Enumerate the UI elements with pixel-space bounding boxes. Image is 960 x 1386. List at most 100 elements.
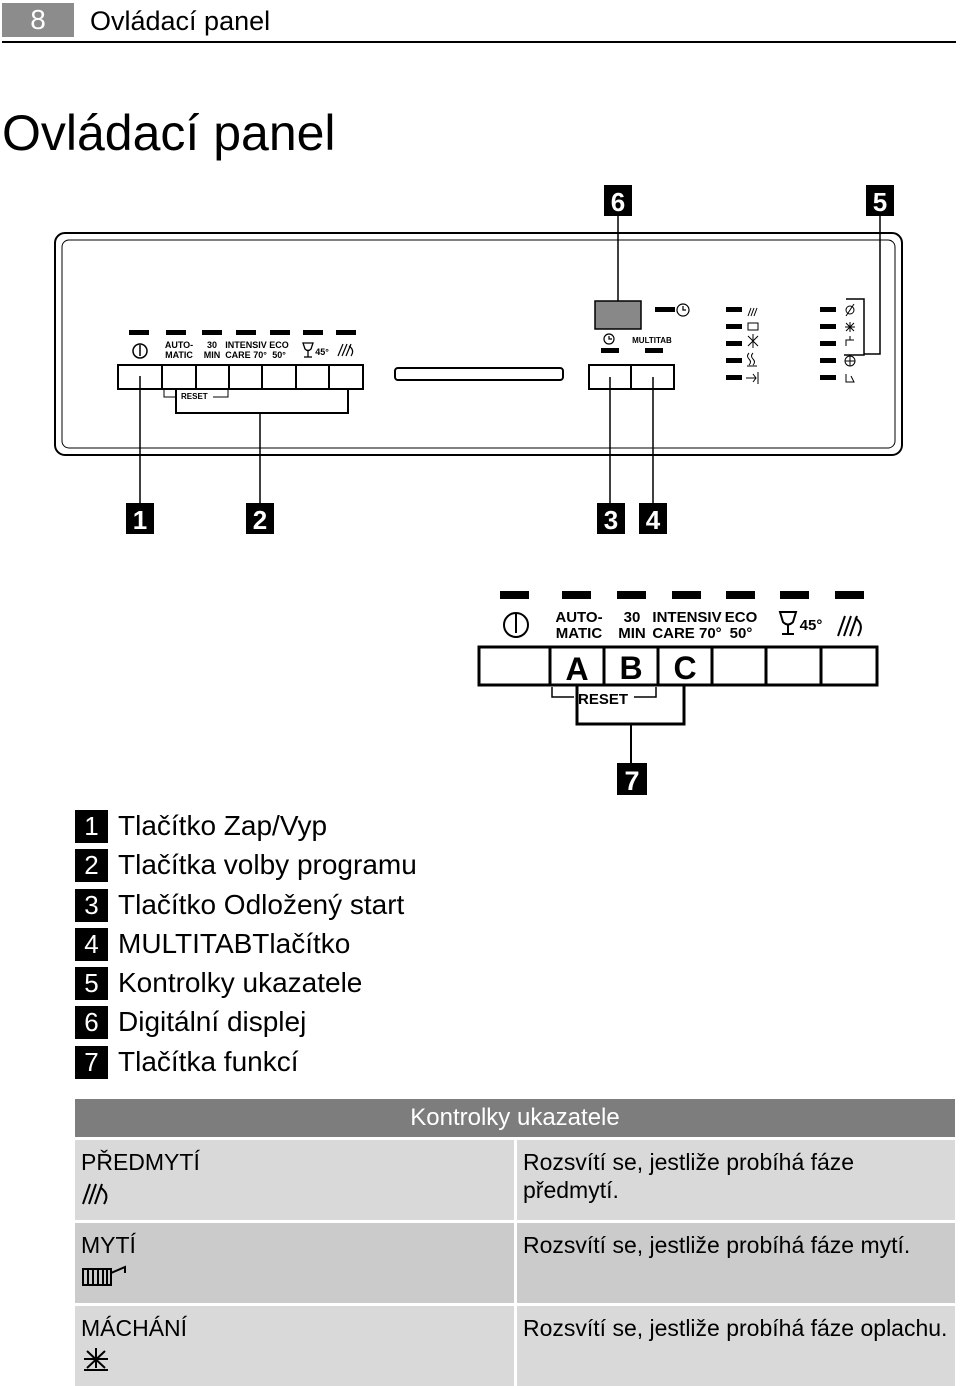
panel-reset-bracket xyxy=(163,389,229,398)
phase-name: PŘEDMYTÍ xyxy=(81,1149,200,1175)
phase-indicator-leds xyxy=(726,307,742,380)
button-led xyxy=(601,348,619,353)
detail-glass-icon xyxy=(778,611,798,635)
table-cell-name: MYTÍ xyxy=(75,1220,517,1303)
delay-multitab-buttons xyxy=(588,364,675,390)
legend-text: Kontrolky ukazatele xyxy=(118,967,363,999)
panel-outline xyxy=(54,232,903,456)
legend-number: 3 xyxy=(75,888,108,922)
callout-5-box xyxy=(866,185,894,216)
panel-prog-label: INTENSIV xyxy=(225,340,267,350)
panel-reset-label: RESET xyxy=(181,392,208,401)
callout-2: 2 xyxy=(253,505,267,535)
indicator-bracket xyxy=(844,298,865,356)
panel-prog-label: AUTO- xyxy=(165,340,193,350)
callout-3: 3 xyxy=(604,505,618,535)
wash-icon xyxy=(82,1265,126,1286)
panel-prog-label: ECO xyxy=(269,340,289,350)
detail-program-buttons xyxy=(477,645,879,687)
detail-prog-label: ECO xyxy=(725,609,758,626)
legend-number: 6 xyxy=(75,1006,108,1040)
detail-prog-label: MATIC xyxy=(556,625,603,642)
function-letter-a: A xyxy=(565,651,588,687)
legend-text: Tlačítka volby programu xyxy=(118,849,417,881)
table-row: PŘEDMYTÍ Rozsvítí se, jestliže probíhá f… xyxy=(75,1137,955,1220)
page-header: 8 Ovládací panel xyxy=(0,0,960,44)
legend-number: 2 xyxy=(75,849,108,883)
clock-icon xyxy=(676,303,690,317)
panel-glass-temp: 45° xyxy=(315,347,329,357)
bracket-2 xyxy=(175,389,349,414)
detail-prog-label: CARE 70° xyxy=(652,625,721,642)
callout-7: 7 xyxy=(624,766,639,796)
callout-6: 6 xyxy=(611,187,625,217)
table-cell-name: MÁCHÁNÍ xyxy=(75,1303,517,1386)
prewash-icon xyxy=(82,1183,108,1205)
table-title: Kontrolky ukazatele xyxy=(75,1099,955,1137)
panel-program-buttons xyxy=(117,364,364,390)
callout-4-box xyxy=(639,503,667,534)
status-icons xyxy=(844,303,856,383)
table-row: MYTÍ Rozsvítí se, jestliže probíhá fáze … xyxy=(75,1220,955,1303)
panel-program-leds xyxy=(129,330,356,335)
detail-reset-label: RESET xyxy=(578,691,628,708)
legend-text: MULTITABTlačítko xyxy=(118,927,351,959)
running-title: Ovládací panel xyxy=(90,6,271,36)
table-cell-name: PŘEDMYTÍ xyxy=(75,1137,517,1220)
delay-led xyxy=(655,307,675,312)
button-led xyxy=(645,348,663,353)
control-panel-diagram: AUTO- MATIC 30 MIN INTENSIV CARE 70° ECO… xyxy=(54,185,903,796)
legend-number: 7 xyxy=(75,1045,108,1079)
page-title: Ovládací panel xyxy=(2,105,336,161)
detail-prog-label: 30 xyxy=(624,609,641,626)
function-letter-c: C xyxy=(673,650,696,686)
callout-2-box xyxy=(246,503,274,534)
panel-prog-label: CARE 70° xyxy=(225,350,267,360)
table-cell-desc: Rozsvítí se, jestliže probíhá fáze předm… xyxy=(517,1137,955,1220)
detail-prog-label: INTENSIV xyxy=(652,609,721,626)
detail-glass-temp: 45° xyxy=(800,617,823,634)
detail-power-icon xyxy=(503,612,529,638)
panel-inner-outline xyxy=(61,239,896,449)
callout-6-box xyxy=(604,185,632,216)
table-row: MÁCHÁNÍ Rozsvítí se, jestliže probíhá fá… xyxy=(75,1303,955,1386)
table-cell-desc: Rozsvítí se, jestliže probíhá fáze mytí. xyxy=(517,1220,955,1303)
detail-prog-label: 50° xyxy=(730,625,753,642)
callout-4: 4 xyxy=(646,505,661,535)
rinse-icon xyxy=(84,1348,108,1371)
page-number: 8 xyxy=(2,3,74,37)
detail-program-leds xyxy=(500,591,864,599)
detail-reset-bracket xyxy=(551,687,657,698)
power-icon xyxy=(132,343,148,359)
panel-prog-label: MATIC xyxy=(165,350,193,360)
header-rule xyxy=(2,41,956,43)
handle-slot xyxy=(394,367,564,381)
status-indicator-leds xyxy=(820,307,836,380)
panel-prog-label: MIN xyxy=(204,350,221,360)
function-letter-b: B xyxy=(619,650,642,686)
callout-3-box xyxy=(597,503,625,534)
table-cell-desc: Rozsvítí se, jestliže probíhá fáze oplac… xyxy=(517,1303,955,1386)
panel-multitab-label: MULTITAB xyxy=(632,336,672,345)
legend-text: Tlačítka funkcí xyxy=(118,1045,299,1077)
leader-5 xyxy=(864,216,881,355)
detail-prog-label: AUTO- xyxy=(555,609,602,626)
legend-number: 4 xyxy=(75,927,108,961)
panel-prog-label: 30 xyxy=(207,340,217,350)
phase-name: MÁCHÁNÍ xyxy=(81,1315,188,1341)
detail-prewash-icon xyxy=(837,615,862,637)
legend-number: 1 xyxy=(75,810,108,843)
delay-start-icon xyxy=(603,333,615,345)
legend-text: Tlačítko Odložený start xyxy=(118,888,405,920)
glass-icon xyxy=(302,342,314,358)
phase-icons xyxy=(746,307,759,384)
indicator-table: Kontrolky ukazatele PŘEDMYTÍ Rozsvítí se… xyxy=(75,1099,955,1386)
legend-text: Digitální displej xyxy=(118,1006,307,1038)
callout-1: 1 xyxy=(133,505,147,535)
detail-prog-label: MIN xyxy=(618,625,646,642)
phase-name: MYTÍ xyxy=(81,1232,136,1258)
callout-1-box xyxy=(126,503,154,534)
legend-number: 5 xyxy=(75,967,108,1001)
legend-text: Tlačítko Zap/Vyp xyxy=(118,810,328,841)
callout-5: 5 xyxy=(873,187,887,217)
